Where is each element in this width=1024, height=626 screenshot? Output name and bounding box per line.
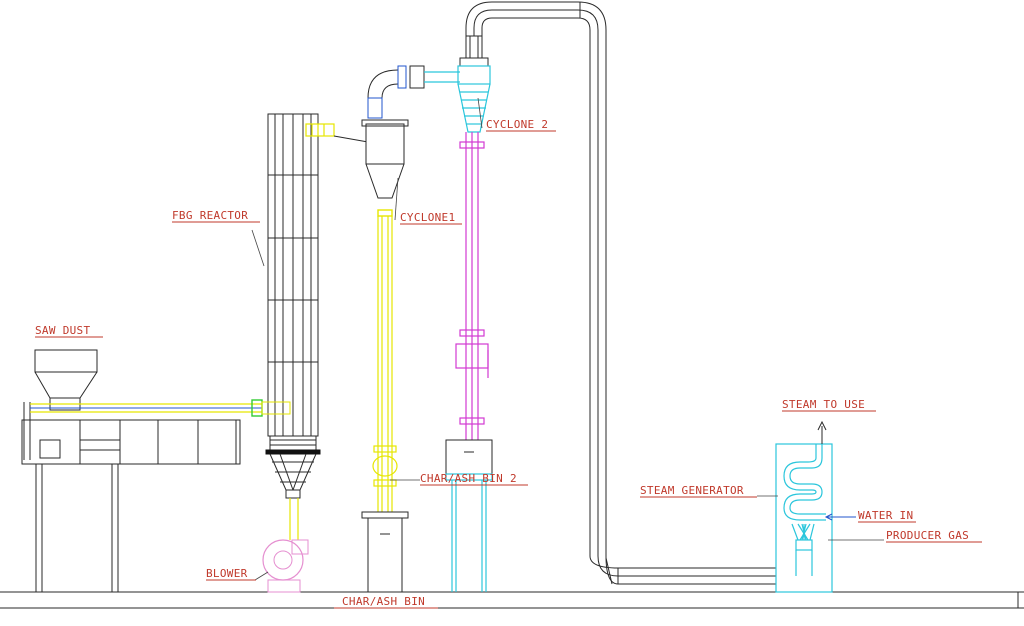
label-cyclone1: CYCLONE1 <box>400 211 462 225</box>
char-ash-bin-2 <box>445 439 493 592</box>
cyclone-2 <box>457 35 491 133</box>
label-producer-gas: PRODUCER GAS <box>886 529 982 543</box>
feeder-frame <box>21 402 241 592</box>
blower-label: BLOWER <box>206 567 248 580</box>
label-blower: BLOWER <box>206 567 256 581</box>
char-ash-bin-label: CHAR/ASH BIN <box>342 595 425 608</box>
label-saw-dust: SAW DUST <box>35 324 103 338</box>
cyclone-1 <box>361 65 460 199</box>
cyclone2-label: CYCLONE 2 <box>486 118 548 131</box>
label-char-ash-bin-2: CHAR/ASH BIN 2 <box>420 472 528 486</box>
cyclone1-label: CYCLONE1 <box>400 211 455 224</box>
saw-dust-hopper <box>34 349 98 411</box>
cyclone-2-dipleg <box>455 132 489 440</box>
screw-feeder <box>30 399 263 417</box>
ground-base <box>0 591 1024 609</box>
fbg-reactor-label: FBG REACTOR <box>172 209 248 222</box>
label-cyclone2: CYCLONE 2 <box>486 118 556 132</box>
fbg-reactor <box>261 113 321 499</box>
char-ash-bin <box>361 511 409 593</box>
label-steam-to-use: STEAM TO USE <box>782 398 876 412</box>
producer-gas-duct <box>465 1 776 585</box>
steam-to-use-label: STEAM TO USE <box>782 398 865 411</box>
label-fbg-reactor: FBG REACTOR <box>172 209 260 223</box>
label-water-in: WATER IN <box>858 509 916 523</box>
leader-lines <box>251 97 884 581</box>
blower <box>262 498 309 593</box>
saw-dust-label: SAW DUST <box>35 324 90 337</box>
label-steam-generator: STEAM GENERATOR <box>640 484 757 498</box>
steam-generator-label: STEAM GENERATOR <box>640 484 744 497</box>
producer-gas-label: PRODUCER GAS <box>886 529 969 542</box>
water-in-label: WATER IN <box>858 509 913 522</box>
label-char-ash-bin: CHAR/ASH BIN <box>334 595 438 609</box>
char-ash-bin-2-label: CHAR/ASH BIN 2 <box>420 472 517 485</box>
steam-generator <box>775 420 856 593</box>
cyclone-1-dipleg <box>372 209 398 512</box>
reactor-to-cyclone1-pipe <box>305 123 369 143</box>
